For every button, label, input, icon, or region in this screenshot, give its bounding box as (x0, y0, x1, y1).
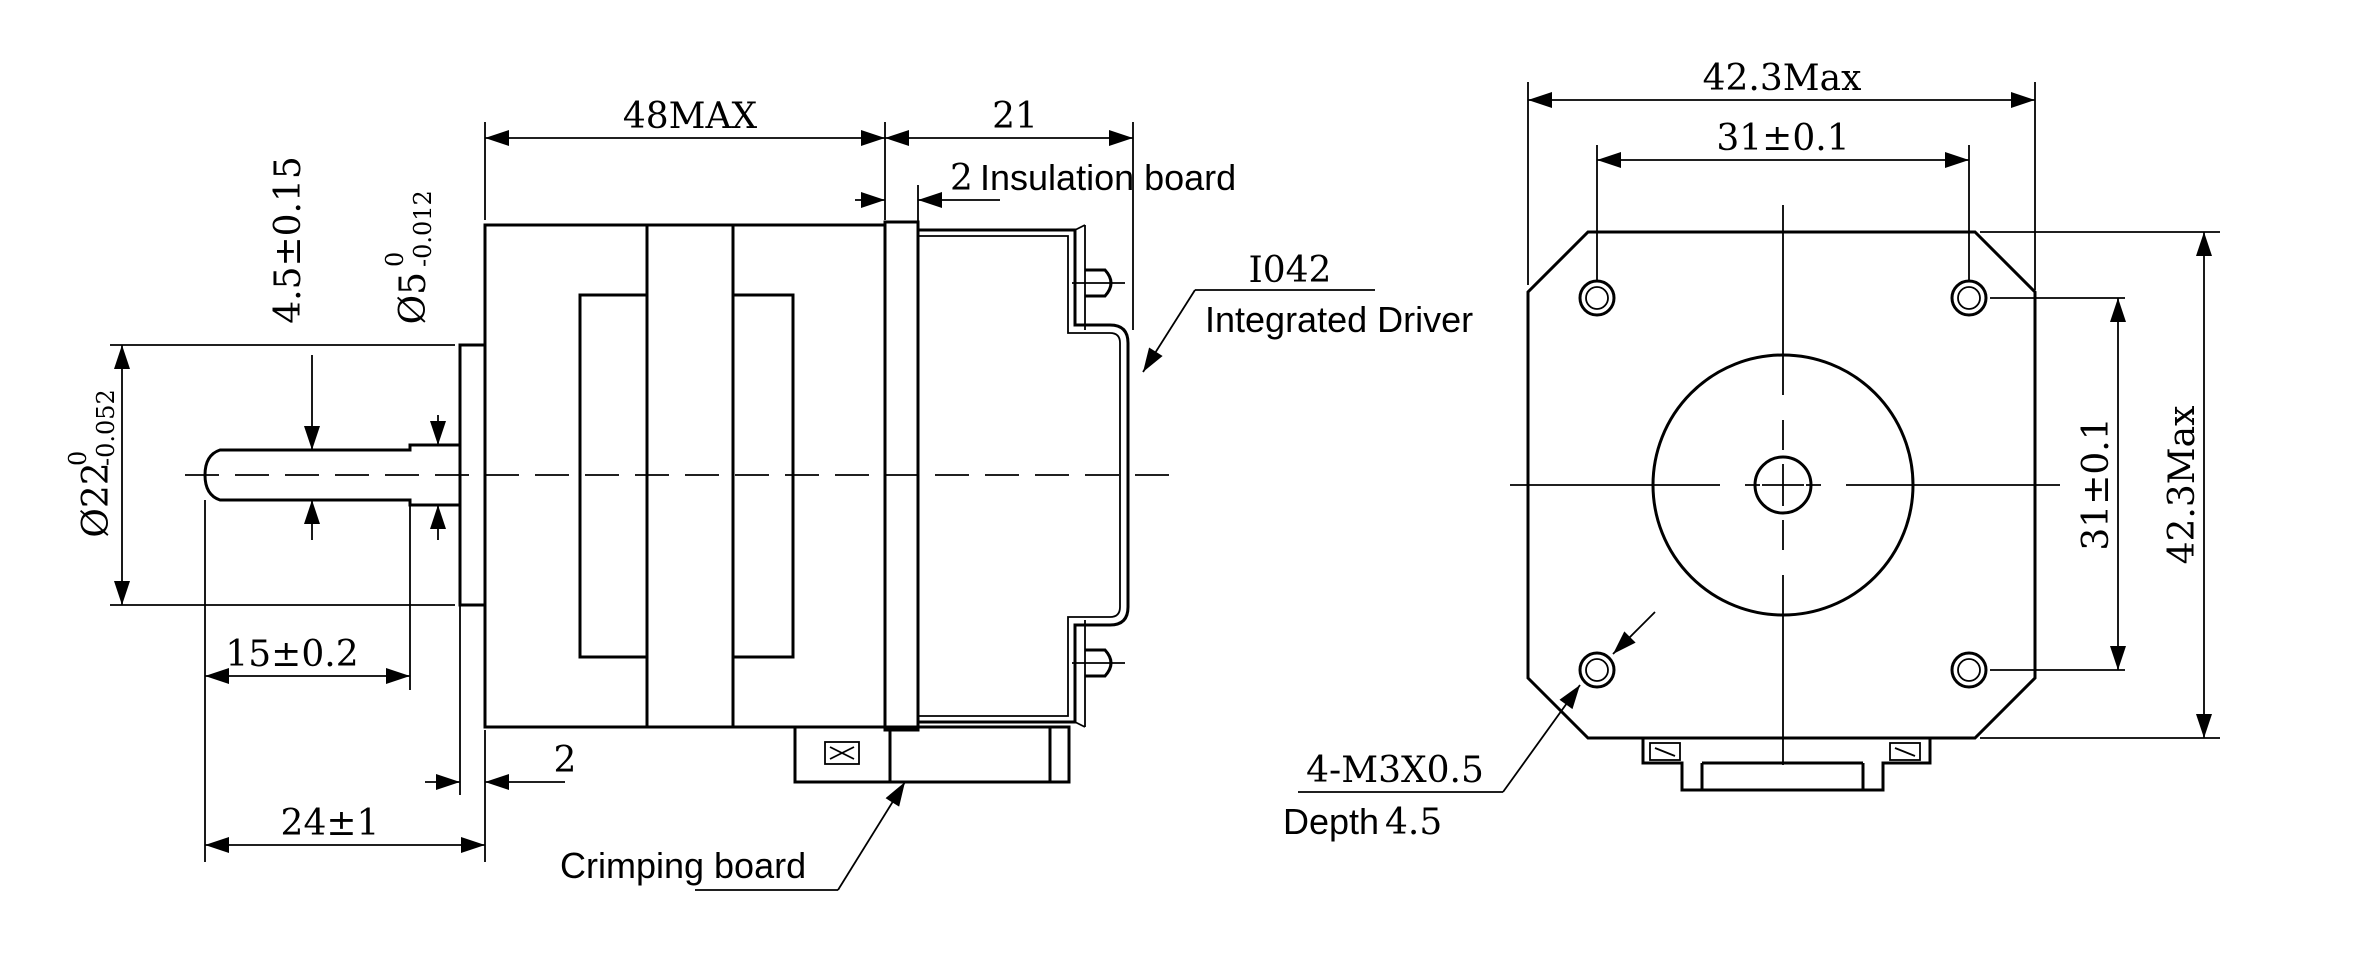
label-crimping-board: Crimping board (560, 845, 806, 886)
mounting-hole-tr (1950, 279, 1988, 317)
mounting-holes (1578, 279, 1988, 689)
dim-front-height-text: 42.3Max (2162, 406, 2203, 565)
dim-shaft-dia: Ø5 0 -0.012 (381, 190, 446, 540)
dim-flat-depth-text: 4.5±0.15 (268, 156, 309, 324)
side-view: 48MAX 21 2 Insulation board I042 Integra… (64, 96, 1473, 891)
mounting-hole-bl (1578, 651, 1616, 689)
dim-21-text: 21 (992, 96, 1038, 137)
leader-holes: 4-M3X0.5 Depth 4.5 (1283, 611, 1656, 843)
dim-front-width: 42.3Max (1527, 58, 2036, 290)
front-view: 42.3Max 31±0.1 31±0.1 42.3Max 4- (1283, 58, 2220, 843)
label-driver-model: I042 (1249, 250, 1332, 291)
crimping-board (793, 725, 1071, 784)
label-holes: 4-M3X0.5 (1306, 750, 1484, 791)
mounting-hole-br (1950, 651, 1988, 689)
dim-shaft-tol-lower: -0.012 (409, 190, 437, 267)
dim-boss-dia: Ø22 0 -0.052 (64, 344, 455, 606)
dim-flat-length-text: 15±0.2 (225, 634, 358, 675)
dim-boss-dia-text: Ø22 (76, 462, 117, 537)
dim-hole-spacing-h-text: 31±0.1 (1716, 118, 1849, 159)
insulation-board (883, 220, 920, 732)
dim-insulation-text: 2 (950, 158, 973, 199)
dim-front-height: 42.3Max (1980, 231, 2220, 739)
dim-hole-spacing-h: 31±0.1 (1596, 118, 1970, 280)
dim-boss-height: 2 (425, 605, 576, 862)
dim-front-width-text: 42.3Max (1703, 58, 1862, 99)
leader-crimping-board: Crimping board (560, 781, 906, 891)
label-integrated-driver: Integrated Driver (1205, 299, 1473, 340)
mounting-hole-tl (1578, 279, 1616, 317)
dim-shaft-length-text: 24±1 (281, 803, 380, 844)
label-depth: Depth (1283, 801, 1379, 842)
dim-48max-text: 48MAX (623, 96, 758, 137)
dim-48max: 48MAX (484, 96, 886, 220)
front-centerlines (1510, 205, 2060, 765)
label-insulation-board: Insulation board (980, 157, 1236, 198)
dim-hole-spacing-v: 31±0.1 (1990, 297, 2126, 671)
label-depth-value: 4.5 (1385, 802, 1442, 843)
front-flange-outline (1526, 230, 2037, 740)
dim-flat-length: 15±0.2 (204, 500, 411, 862)
dim-shaft-tol-upper: 0 (381, 252, 409, 267)
dim-boss-tol-upper: 0 (64, 451, 92, 466)
dim-hole-spacing-v-text: 31±0.1 (2076, 417, 2117, 550)
driver-housing (918, 224, 1130, 728)
motor-body-outline (483, 223, 887, 729)
dim-insulation: 2 Insulation board (855, 157, 1236, 222)
dim-shaft-length: 24±1 (205, 803, 485, 853)
dim-shaft-dia-text: Ø5 (393, 272, 434, 324)
leader-integrated-driver: I042 Integrated Driver (1142, 250, 1473, 373)
dim-21: 21 (885, 96, 1134, 330)
dim-boss-height-text: 2 (554, 740, 577, 781)
dim-flat-depth: 4.5±0.15 (268, 156, 320, 540)
dim-boss-tol-lower: -0.052 (92, 389, 120, 466)
front-connector (1641, 738, 1932, 792)
